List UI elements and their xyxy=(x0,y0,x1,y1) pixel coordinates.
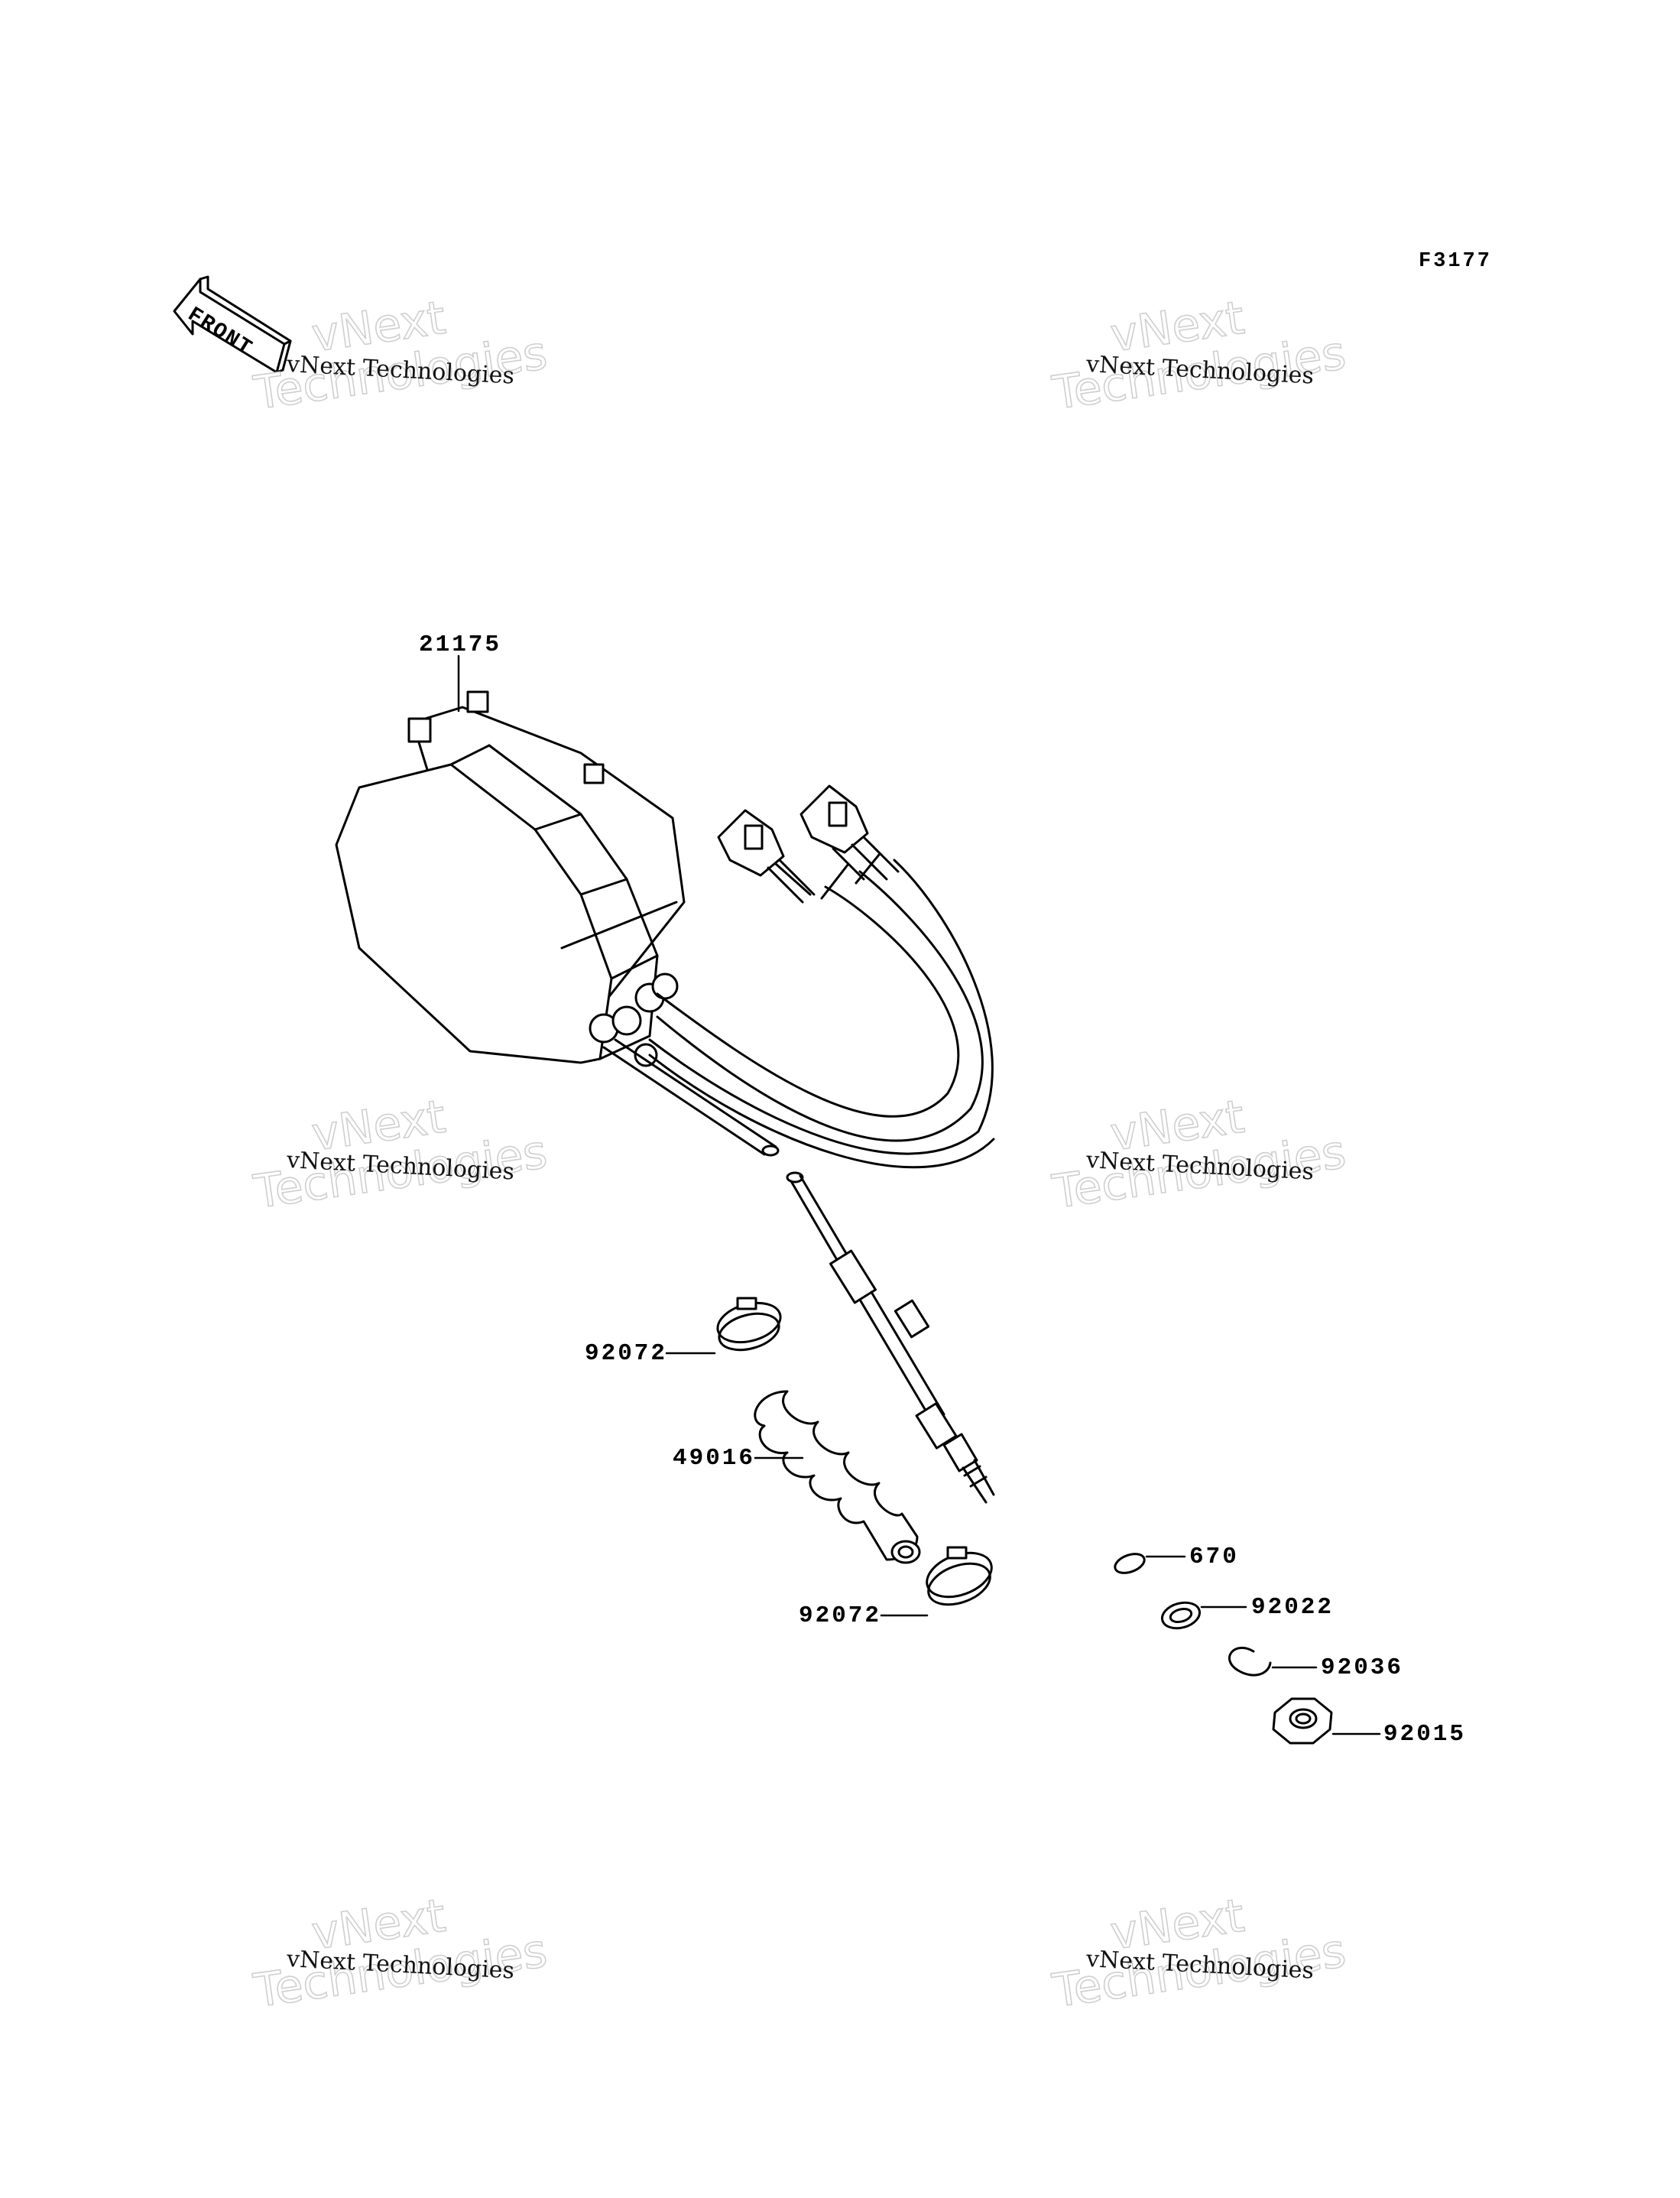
meter-cable xyxy=(602,1038,995,1504)
connector-left-icon xyxy=(717,809,816,904)
boot-icon xyxy=(754,1390,921,1564)
part-label-92072-lower: 92072 xyxy=(799,1602,882,1629)
clamp-lower-icon xyxy=(926,1546,993,1606)
part-label-670: 670 xyxy=(1189,1544,1239,1570)
figure-code: F3177 xyxy=(1419,250,1493,273)
clamp-upper-icon xyxy=(716,1297,782,1352)
part-label-49016: 49016 xyxy=(673,1445,756,1472)
part-label-92036: 92036 xyxy=(1321,1654,1404,1681)
part-label-92022: 92022 xyxy=(1251,1594,1335,1621)
nut-icon xyxy=(1272,1697,1333,1745)
wire-harness xyxy=(648,784,995,1169)
leader-lines xyxy=(457,654,1381,1735)
front-arrow-icon xyxy=(173,275,292,374)
circlip-icon xyxy=(1228,1646,1272,1677)
connector-right-icon xyxy=(799,784,900,881)
part-label-21175: 21175 xyxy=(419,631,502,658)
part-label-92015: 92015 xyxy=(1383,1721,1467,1748)
o-ring-icon xyxy=(1114,1553,1146,1574)
part-label-92072-upper: 92072 xyxy=(585,1340,668,1367)
meter-assembly-21175 xyxy=(335,690,686,1067)
washer-icon xyxy=(1160,1601,1202,1630)
